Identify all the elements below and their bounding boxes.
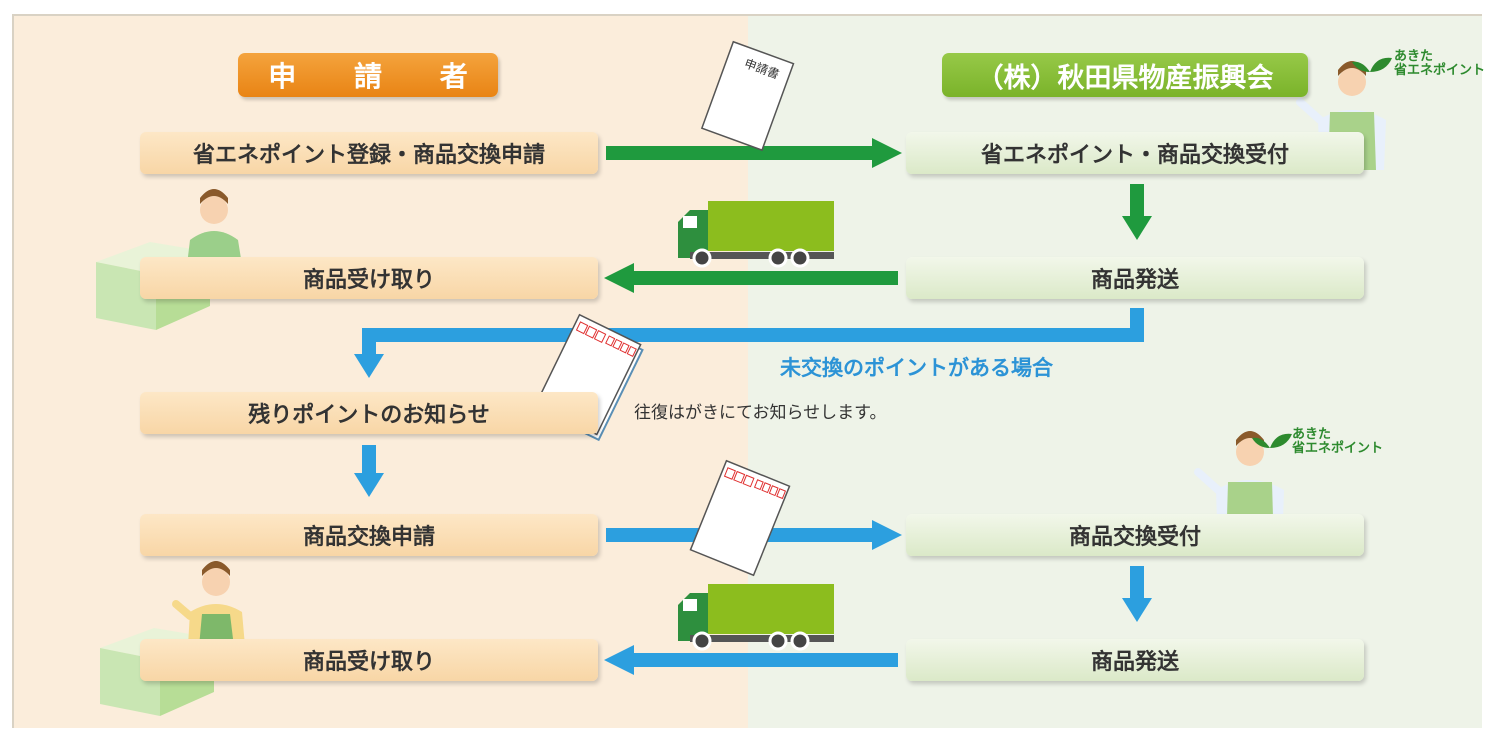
postcard-note: 往復はがきにてお知らせします。 [634,403,887,423]
applicant-header: 申 請 者 [238,53,498,97]
step-ship-goods-2: 商品発送 [906,639,1364,681]
leaf-logo-icon [1352,57,1392,72]
arrow-notice-to-apply [354,445,384,497]
arrow-apply-to-provider [606,138,902,168]
arrow-receive-to-ship-2 [1122,566,1152,622]
step-exchange-accept: 商品交換受付 [906,514,1364,556]
brand-line-1: あきた [1394,49,1434,64]
step-accept-registration: 省エネポイント・商品交換受付 [906,132,1364,174]
brand-line-2: 省エネポイント [1394,63,1486,78]
step-remaining-points-notice: 残りポイントのお知らせ [140,392,598,434]
provider-header: （株）秋田県物産振興会 [942,53,1308,97]
step-receive-goods-2: 商品受け取り [140,639,598,681]
step-register-and-apply: 省エネポイント登録・商品交換申請 [140,132,598,174]
brand-line-2: 省エネポイント [1292,441,1384,456]
truck-icon [678,201,834,268]
step-exchange-apply: 商品交換申請 [140,514,598,556]
condition-label: 未交換のポイントがある場合 [780,356,1053,380]
arrow-receive-to-ship [1122,184,1152,240]
diagram-frame [12,14,1482,728]
truck-icon [678,584,834,651]
arrow-ship-to-receive [604,263,898,293]
arrow-ship-to-notice [354,308,1144,378]
leaf-logo-icon [1252,433,1292,448]
postcard-icon [689,459,791,577]
brand-line-1: あきた [1292,427,1332,442]
brand-logo-text: あきた 省エネポイント [1292,428,1383,456]
brand-logo-text: あきた 省エネポイント [1394,50,1485,78]
arrow-ship-to-receive-2 [604,645,898,675]
step-receive-goods: 商品受け取り [140,257,598,299]
application-form-icon [700,40,795,152]
step-ship-goods: 商品発送 [906,257,1364,299]
